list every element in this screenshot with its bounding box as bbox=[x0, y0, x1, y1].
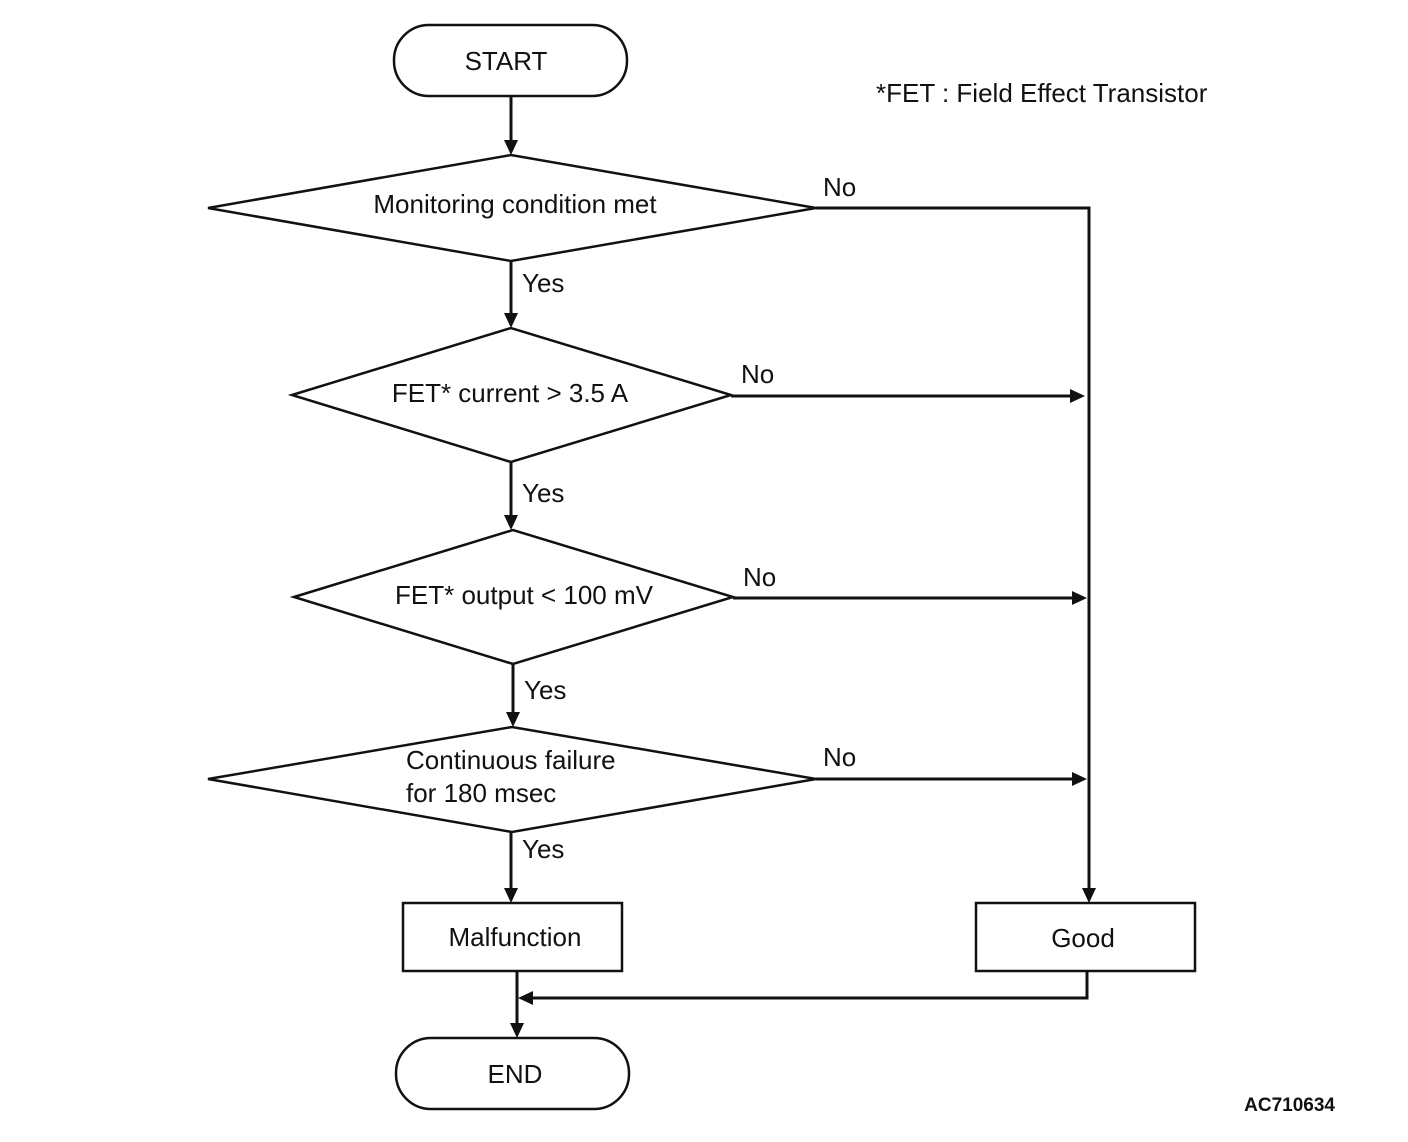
decision-1-no-label: No bbox=[823, 172, 856, 202]
decision-monitoring-condition: Monitoring condition met bbox=[207, 153, 817, 263]
decision-continuous-failure: Continuous failure for 180 msec bbox=[207, 725, 817, 834]
decision-4-no-label: No bbox=[823, 742, 856, 772]
arrowhead bbox=[1082, 888, 1096, 903]
malfunction-box: Malfunction bbox=[401, 901, 624, 973]
arrowhead bbox=[518, 991, 533, 1005]
decision-3-yes-label: Yes bbox=[524, 675, 566, 705]
connector-good-to-end bbox=[532, 971, 1089, 1000]
start-label: START bbox=[465, 46, 548, 76]
decision-3-no-label: No bbox=[743, 562, 776, 592]
decision-4-label-line-2: for 180 msec bbox=[406, 778, 556, 808]
decision-2-label: FET* current > 3.5 A bbox=[392, 378, 629, 408]
decision-4-label-line-1: Continuous failure bbox=[406, 745, 616, 775]
decision-1-yes-label: Yes bbox=[522, 268, 564, 298]
good-box: Good bbox=[974, 901, 1197, 973]
arrowhead bbox=[1072, 591, 1087, 605]
arrowhead bbox=[504, 515, 518, 530]
decision-3-label: FET* output < 100 mV bbox=[395, 580, 654, 610]
good-label: Good bbox=[1051, 923, 1115, 953]
fet-footnote: *FET : Field Effect Transistor bbox=[876, 78, 1208, 108]
decision-4-yes-label: Yes bbox=[522, 834, 564, 864]
decision-fet-output: FET* output < 100 mV bbox=[289, 528, 738, 666]
arrowhead bbox=[504, 140, 518, 155]
end-terminal: END bbox=[394, 1036, 631, 1111]
decision-1-label: Monitoring condition met bbox=[373, 189, 657, 219]
arrowhead bbox=[504, 888, 518, 903]
figure-id: AC710634 bbox=[1244, 1095, 1335, 1116]
decision-fet-current: FET* current > 3.5 A bbox=[287, 326, 736, 464]
arrowhead bbox=[1072, 772, 1087, 786]
start-terminal: START bbox=[392, 23, 629, 98]
connector-decision-1-no bbox=[816, 206, 1091, 889]
malfunction-label: Malfunction bbox=[449, 922, 582, 952]
arrowhead bbox=[506, 712, 520, 727]
arrowhead bbox=[504, 313, 518, 328]
arrowhead bbox=[510, 1023, 524, 1038]
end-label: END bbox=[488, 1059, 543, 1089]
decision-2-yes-label: Yes bbox=[522, 478, 564, 508]
decision-2-no-label: No bbox=[741, 359, 774, 389]
arrowhead bbox=[1070, 389, 1085, 403]
